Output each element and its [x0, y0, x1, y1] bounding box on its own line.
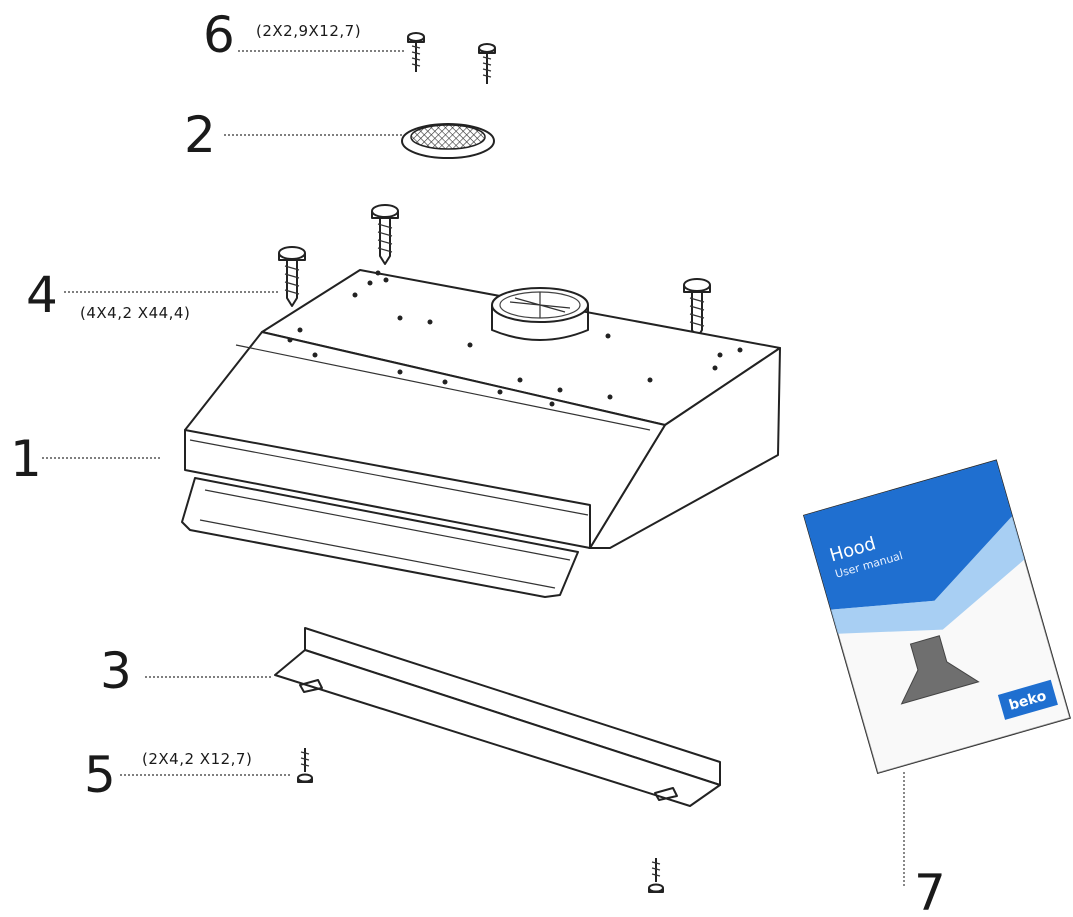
- hood-body: [181, 269, 781, 598]
- small-screw-6b: [478, 43, 496, 84]
- callout-5-number: 5: [84, 746, 116, 804]
- manual-cover-blue-band: [803, 460, 1013, 610]
- callout-1-number: 1: [10, 430, 42, 488]
- callout-6-spec: (2X2,9X12,7): [256, 22, 361, 40]
- manual-brand-box: [997, 679, 1058, 720]
- large-screw-4b: [278, 246, 306, 307]
- callout-6: 6 (2X2,9X12,7): [203, 6, 404, 64]
- short-screw-5b: [648, 858, 664, 893]
- short-screw-5a: [297, 748, 313, 783]
- large-screw-4c: [683, 278, 711, 339]
- hood-visor: [181, 477, 579, 598]
- manual-hood-image-icon: [900, 635, 980, 705]
- top-mounting-holes: [287, 270, 743, 407]
- callout-3-number: 3: [100, 642, 132, 700]
- callout-7: 7: [903, 772, 946, 917]
- round-filter: [401, 123, 495, 159]
- callout-1: 1: [10, 430, 160, 488]
- callout-5: 5 (2X4,2 X12,7): [84, 746, 292, 804]
- callout-4-spec: (4X4,2 X44,4): [80, 304, 190, 322]
- callout-4: 4 (4X4,2 X44,4): [26, 266, 278, 324]
- user-manual-booklet: Hood User manual beko: [802, 459, 1071, 775]
- bracket-vertical-flange: [304, 627, 721, 786]
- callout-4-number: 4: [26, 266, 58, 324]
- mounting-bracket: [274, 627, 721, 807]
- hood-front-band: [184, 429, 591, 549]
- callout-5-spec: (2X4,2 X12,7): [142, 750, 252, 768]
- callout-7-number: 7: [914, 864, 946, 917]
- small-screw-6a: [407, 32, 425, 72]
- callout-2-number: 2: [184, 106, 216, 164]
- callout-2: 2: [184, 106, 404, 164]
- bracket-horizontal-flange: [274, 649, 721, 807]
- callout-3: 3: [100, 642, 272, 700]
- large-screw-4a: [371, 204, 399, 265]
- callout-6-number: 6: [203, 6, 235, 64]
